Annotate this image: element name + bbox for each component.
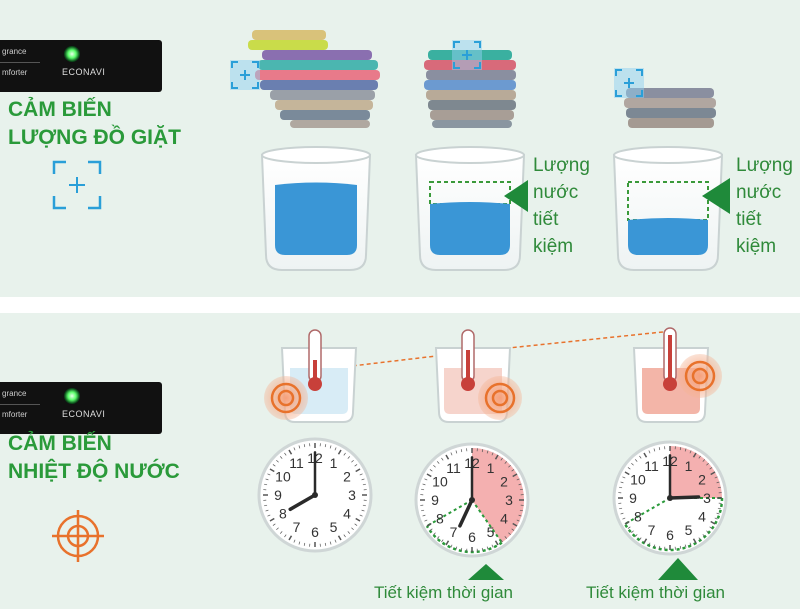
wash-tub-2 xyxy=(414,146,526,271)
clock-number: 8 xyxy=(436,511,444,527)
clock-number: 4 xyxy=(698,509,706,525)
clock-number: 4 xyxy=(500,511,508,527)
panel-label-2: mforter xyxy=(2,68,28,77)
econavi-control-panel-bottom: grance mforter ECONAVI xyxy=(0,382,162,434)
clock-number: 3 xyxy=(505,492,513,508)
water-saving-label-1: Lượng nước tiết kiệm xyxy=(533,155,590,257)
clock-number: 3 xyxy=(703,490,711,506)
laundry-piles xyxy=(230,30,730,271)
heat-sensor-icon-1 xyxy=(264,376,308,420)
temp-sensor-title-line1: CẢM BIẾN xyxy=(8,432,112,455)
temperature-trend-line xyxy=(317,330,673,371)
temp-sensor-title-line2: NHIỆT ĐỘ NƯỚC xyxy=(8,460,180,483)
temp-sensor-title: CẢM BIẾN NHIỆT ĐỘ NƯỚC xyxy=(8,430,180,486)
load-sensor-title-line1: CẢM BIẾN xyxy=(8,98,112,121)
clock-number: 9 xyxy=(431,492,439,508)
time-saving-caption-2: Tiết kiệm thời gian xyxy=(586,583,726,602)
clock-number: 10 xyxy=(275,469,291,485)
clock-number: 2 xyxy=(698,472,706,488)
clock-number: 1 xyxy=(330,455,338,471)
clock-number: 2 xyxy=(500,474,508,490)
econavi-control-panel-top: grance mforter ECONAVI xyxy=(0,40,162,92)
thermometer-icon-2 xyxy=(461,329,475,391)
clock-number: 8 xyxy=(279,506,287,522)
clock-number: 5 xyxy=(487,524,495,540)
laundry-pile-large xyxy=(248,30,380,128)
clock-number: 2 xyxy=(343,469,351,485)
clock-number: 6 xyxy=(311,524,319,540)
load-sensor-title-line2: LƯỢNG ĐỒ GIẶT xyxy=(8,126,181,149)
econavi-brand: ECONAVI xyxy=(62,67,106,77)
wash-tub-1 xyxy=(260,146,372,271)
clock-number: 6 xyxy=(468,529,476,545)
clock-number: 4 xyxy=(343,506,351,522)
wash-tub-3 xyxy=(612,146,724,271)
clock-number: 3 xyxy=(348,487,356,503)
clock-number: 11 xyxy=(644,458,659,474)
clock-number: 9 xyxy=(629,490,637,506)
heat-sensor-icon-3 xyxy=(678,354,722,398)
clock-number: 7 xyxy=(293,519,301,535)
thermometer-icon-1 xyxy=(308,329,322,391)
scan-target-icon xyxy=(52,160,102,210)
clock-number: 11 xyxy=(446,460,461,476)
clock-number: 8 xyxy=(634,509,642,525)
clock-number: 7 xyxy=(450,524,458,540)
arrow-up-icon-2 xyxy=(658,558,698,580)
clock-number: 1 xyxy=(685,458,693,474)
clock-3: 121234567891011 xyxy=(612,440,728,556)
laundry-pile-small xyxy=(624,88,716,128)
clock-1: 121234567891011 xyxy=(257,437,373,553)
clock-number: 1 xyxy=(487,460,495,476)
clock-2: 121234567891011 xyxy=(414,442,530,558)
crosshair-target-icon xyxy=(52,510,104,562)
laundry-pile-medium xyxy=(424,50,516,128)
panel-label-1: grance xyxy=(2,47,27,56)
econavi-led-icon xyxy=(64,46,80,62)
clock-number: 9 xyxy=(274,487,282,503)
econavi-led-icon xyxy=(64,388,80,404)
time-saving-caption-1: Tiết kiệm thời gian xyxy=(374,583,514,602)
clock-number: 7 xyxy=(648,522,656,538)
scan-icon-pile-3 xyxy=(614,68,644,98)
load-sensor-title: CẢM BIẾN LƯỢNG ĐỒ GIẶT xyxy=(8,96,181,152)
water-saving-label-2: Lượng nước tiết kiệm xyxy=(736,155,793,257)
arrow-left-icon-1 xyxy=(504,180,528,212)
scan-icon-pile-2 xyxy=(452,40,482,70)
clock-number: 10 xyxy=(630,472,646,488)
heat-sensor-icon-2 xyxy=(478,376,522,420)
clock-number: 5 xyxy=(330,519,338,535)
scan-icon-pile-1 xyxy=(230,60,260,90)
arrow-left-icon-2 xyxy=(702,178,730,214)
arrow-up-icon-1 xyxy=(468,564,504,580)
clock-number: 5 xyxy=(685,522,693,538)
thermometer-icon-3 xyxy=(663,327,677,391)
clock-number: 11 xyxy=(289,455,304,471)
clock-number: 10 xyxy=(432,474,448,490)
clock-number: 6 xyxy=(666,527,674,543)
